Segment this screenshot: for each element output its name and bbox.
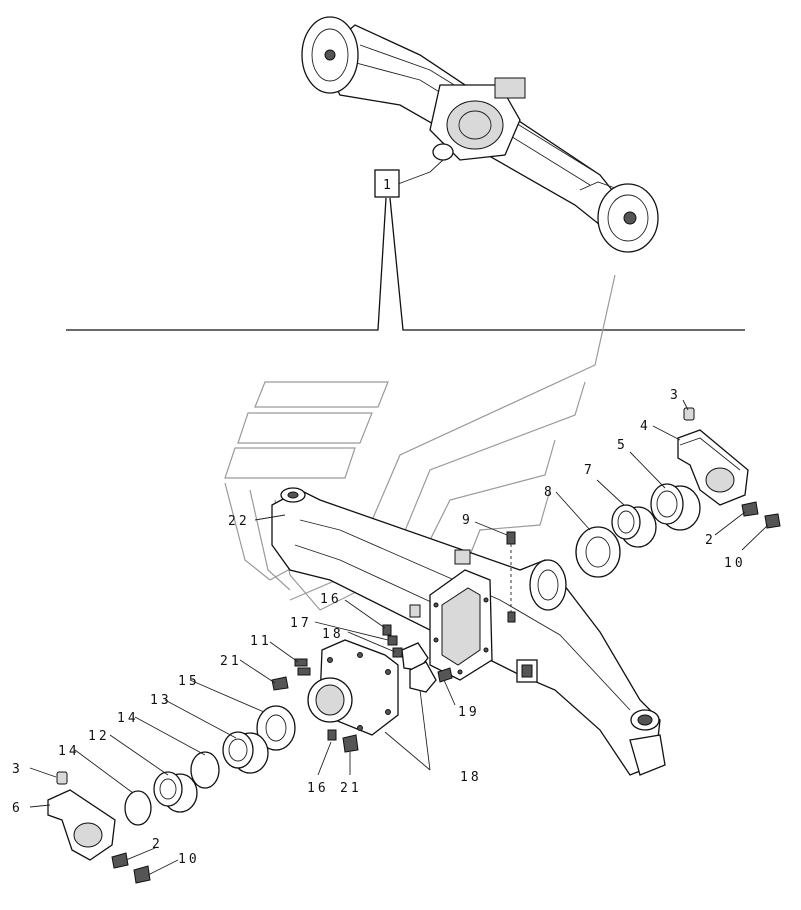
part-15-washer [256,705,296,751]
part-18-pin [392,647,403,658]
callout-16-upper: 16 [320,592,342,607]
part-4-bracket [677,429,749,506]
callout-11: 11 [250,634,272,649]
callout-4: 4 [640,419,651,434]
callout-21-upper: 21 [220,654,242,669]
callout-10-upper: 10 [724,556,746,571]
part-18-hub-flange [307,639,399,736]
callout-13: 13 [150,693,172,708]
part-16-lower [327,729,337,741]
callout-15: 15 [178,674,200,689]
part-21-lower [342,734,359,753]
callout-6: 6 [12,801,23,816]
callout-1: 1 [383,178,394,193]
part-5-bushing [650,483,701,531]
callout-7: 7 [584,463,595,478]
callout-2-upper: 2 [705,533,716,548]
callout-18-lower: 18 [460,770,482,785]
part-13-bushing [222,731,269,774]
part-9-fitting [506,531,516,623]
connector-right [389,197,745,331]
part-7-bushing [611,504,657,548]
assembled-axle-overview [301,16,659,253]
callout-2-lower: 2 [152,837,163,852]
axle-housing [271,487,666,776]
callout-labels: 1 3 4 5 7 8 9 2 10 22 16 17 18 11 21 19 … [12,178,746,867]
callout-box-1 [374,169,400,198]
part-6-bracket [47,789,116,861]
callout-14-lower: 14 [58,744,80,759]
part-19 [437,667,453,683]
callout-10-lower: 10 [178,852,200,867]
callout-18-upper: 18 [322,627,344,642]
part-2-lower [111,852,129,869]
callout-12: 12 [88,729,110,744]
callout-3-upper: 3 [670,388,681,403]
callout-17: 17 [290,616,312,631]
callout-14-upper: 14 [117,711,139,726]
callout-22: 22 [228,514,250,529]
callout-16-lower: 16 [307,781,329,796]
part-8-washer [575,526,621,578]
part-14-ring-upper [190,751,220,789]
connector-left [66,197,387,331]
leader-lines [29,399,769,876]
part-18-clamp [401,642,437,693]
callout-8: 8 [544,485,555,500]
callout-5: 5 [617,438,628,453]
part-21-upper [271,676,289,691]
part-10-lower [133,865,151,884]
part-10-upper [764,513,781,529]
callout-21-lower: 21 [340,781,362,796]
part-17 [387,635,398,646]
part-14-ring-lower [124,790,152,826]
part-11 [294,658,311,676]
callout-3-lower: 3 [12,762,23,777]
callout-9: 9 [462,513,473,528]
part-2-upper [741,501,759,517]
part-3-upper [683,407,695,421]
callout-19: 19 [458,705,480,720]
part-16-upper [382,624,392,636]
part-3-lower [56,771,68,785]
part-12-bushing [153,771,198,813]
